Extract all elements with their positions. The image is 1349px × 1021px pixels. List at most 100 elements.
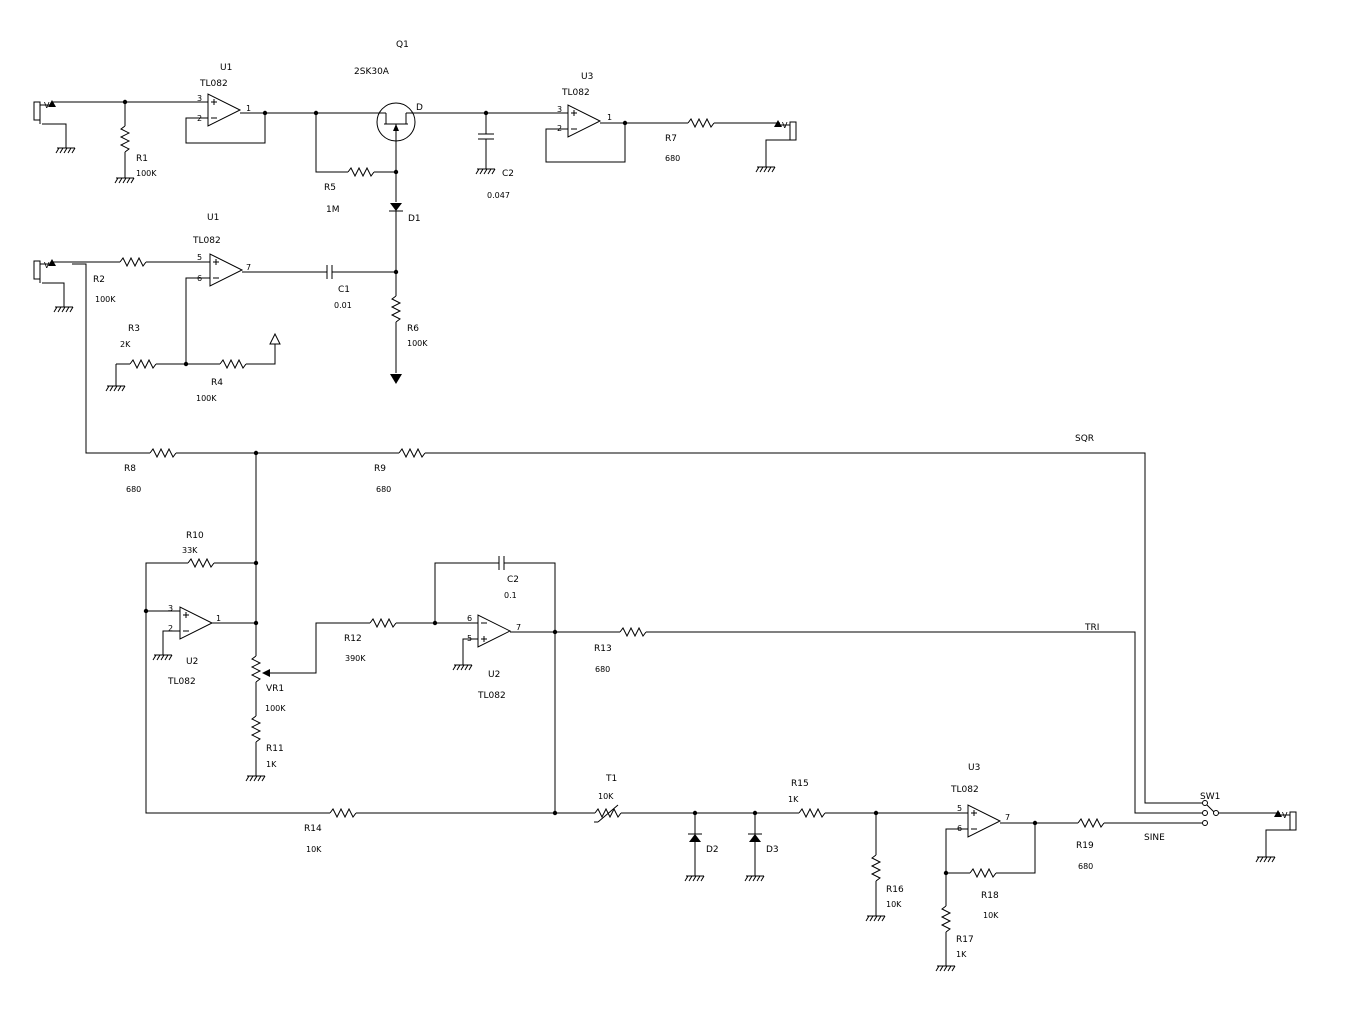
components-u1b-part-label: TL082 [192, 236, 221, 246]
components-u1a-part-label: TL082 [199, 79, 228, 89]
components-u2a-pin-out-label: 1 [216, 614, 221, 623]
components-r12-ref-label: R12 [344, 634, 362, 644]
resistor-r7: R7 680 [665, 118, 715, 163]
components-d2-ref-label: D2 [706, 845, 719, 855]
resistor-r19: R19 680 [1076, 818, 1105, 871]
components-u3b-part-label: TL082 [950, 785, 979, 795]
resistor-r13: R13 680 [594, 627, 647, 674]
components-r4-ref-label: R4 [211, 378, 223, 388]
components-r12-value-label: 390K [345, 654, 366, 663]
components-u3a-pin-out-label: 1 [607, 113, 612, 122]
components-q1-ref-label: Q1 [396, 40, 409, 50]
resistor-r17: R17 1K [941, 905, 974, 959]
potentiometer-vr1: VR1 100K [251, 655, 286, 713]
components-u1a-ref-label: U1 [220, 63, 232, 73]
components-r17-ref-label: R17 [956, 935, 974, 945]
components-c1-ref-label: C1 [338, 285, 350, 295]
components-t1-ref-label: T1 [605, 774, 617, 784]
components-q1-part-label: 2SK30A [354, 67, 390, 77]
capacitor-c2-0047: C2 0.047 [478, 133, 514, 200]
components-u3a-part-label: TL082 [561, 88, 590, 98]
components-u1b-pin-out-label: 7 [246, 263, 251, 272]
components-sw1-ref-label: SW1 [1200, 792, 1220, 802]
opamp-u2a: U2 TL082 3 2 1 [167, 604, 221, 687]
components-vr1-ref-label: VR1 [266, 684, 284, 694]
components-u1b-pin-plus-label: 5 [197, 253, 202, 262]
components-r2-value-label: 100K [95, 295, 116, 304]
components-r10-ref-label: R10 [186, 531, 204, 541]
components-r9-ref-label: R9 [374, 464, 386, 474]
components-r2-ref-label: R2 [93, 275, 105, 285]
resistor-r14: R14 10K [304, 808, 357, 854]
components-r5-ref-label: R5 [324, 183, 336, 193]
input-jack-2: V [33, 258, 74, 313]
components-c2a-value-label: 0.047 [487, 191, 510, 200]
resistor-r4: R4 100K [196, 359, 247, 403]
resistor-r18: R18 10K [969, 868, 999, 920]
components-r19-ref-label: R19 [1076, 841, 1094, 851]
components-t1-value-label: 10K [598, 792, 614, 801]
components-u2b-part-label: TL082 [477, 691, 506, 701]
diode-d1: D1 [389, 203, 421, 224]
components-q1-pin-d-label: D [416, 103, 423, 113]
resistor-r1: R1 100K [120, 125, 157, 178]
opamp-u3b: U3 TL082 5 6 7 [950, 763, 1010, 838]
components-r7-ref-label: R7 [665, 134, 677, 144]
components-r7-value-label: 680 [665, 154, 680, 163]
components-u3b-pin-out-label: 7 [1005, 813, 1010, 822]
components-u2b-pin-out-label: 7 [516, 623, 521, 632]
components-r5-value-label: 1M [326, 205, 340, 215]
components-u2a-pin-minus-label: 2 [168, 624, 173, 633]
components-r14-ref-label: R14 [304, 824, 322, 834]
jfet-q1: Q1 2SK30A D [354, 40, 423, 142]
components-r15-value-label: 1K [788, 795, 799, 804]
components-r6-ref-label: R6 [407, 324, 419, 334]
resistor-r3: R3 2K [120, 324, 157, 369]
components-u2a-pin-plus-label: 3 [168, 604, 173, 613]
components-u2b-pin-minus-label: 6 [467, 614, 472, 623]
resistor-r9: R9 680 [374, 448, 426, 494]
opamp-u1a: U1 TL082 3 2 1 [197, 63, 251, 127]
components-r13-value-label: 680 [595, 665, 610, 674]
components-vr1-value-label: 100K [265, 704, 286, 713]
components-r13-ref-label: R13 [594, 644, 612, 654]
components-u3b-ref-label: U3 [968, 763, 980, 773]
switch-sw1: SW1 [1200, 792, 1220, 826]
components-r8-value-label: 680 [126, 485, 141, 494]
diode-d3: D3 [748, 833, 779, 855]
components-u2b-ref-label: U2 [488, 670, 500, 680]
components-u1a-pin-out-label: 1 [246, 104, 251, 113]
components-u3a-pin-plus-label: 3 [557, 105, 562, 114]
components-u3a-ref-label: U3 [581, 72, 593, 82]
components-r19-value-label: 680 [1078, 862, 1093, 871]
components-r18-value-label: 10K [983, 911, 999, 920]
net-label-sine: SINE [1144, 833, 1165, 843]
components-r14-value-label: 10K [306, 845, 322, 854]
components-u3b-pin-plus-label: 5 [957, 804, 962, 813]
components-r4-value-label: 100K [196, 394, 217, 403]
opamp-u2b: U2 TL082 6 5 7 [467, 614, 521, 701]
components-r10-value-label: 33K [182, 546, 198, 555]
components-r18-ref-label: R18 [981, 891, 999, 901]
components-r16-value-label: 10K [886, 900, 902, 909]
components-u2a-ref-label: U2 [186, 657, 198, 667]
thermistor-t1: T1 10K [594, 774, 622, 823]
components-r8-ref-label: R8 [124, 464, 136, 474]
resistor-r6: R6 100K [391, 295, 428, 348]
jack-label-label: V [44, 261, 50, 270]
resistor-r10: R10 33K [182, 531, 215, 568]
components-d3-ref-label: D3 [766, 845, 779, 855]
output-jack-2: V [1255, 809, 1297, 863]
net-label-tri: TRI [1084, 623, 1099, 633]
components-c1-value-label: 0.01 [334, 301, 352, 310]
components-r3-ref-label: R3 [128, 324, 140, 334]
jack-label-label: V [782, 121, 788, 130]
resistor-r2: R2 100K [93, 257, 147, 304]
components-u1b-ref-label: U1 [207, 213, 219, 223]
components-c2b-value-label: 0.1 [504, 591, 517, 600]
resistor-r11: R11 1K [251, 715, 284, 769]
opamp-u3a: U3 TL082 3 2 1 [557, 72, 612, 138]
components-r17-value-label: 1K [956, 950, 967, 959]
vee-symbol [390, 374, 402, 384]
